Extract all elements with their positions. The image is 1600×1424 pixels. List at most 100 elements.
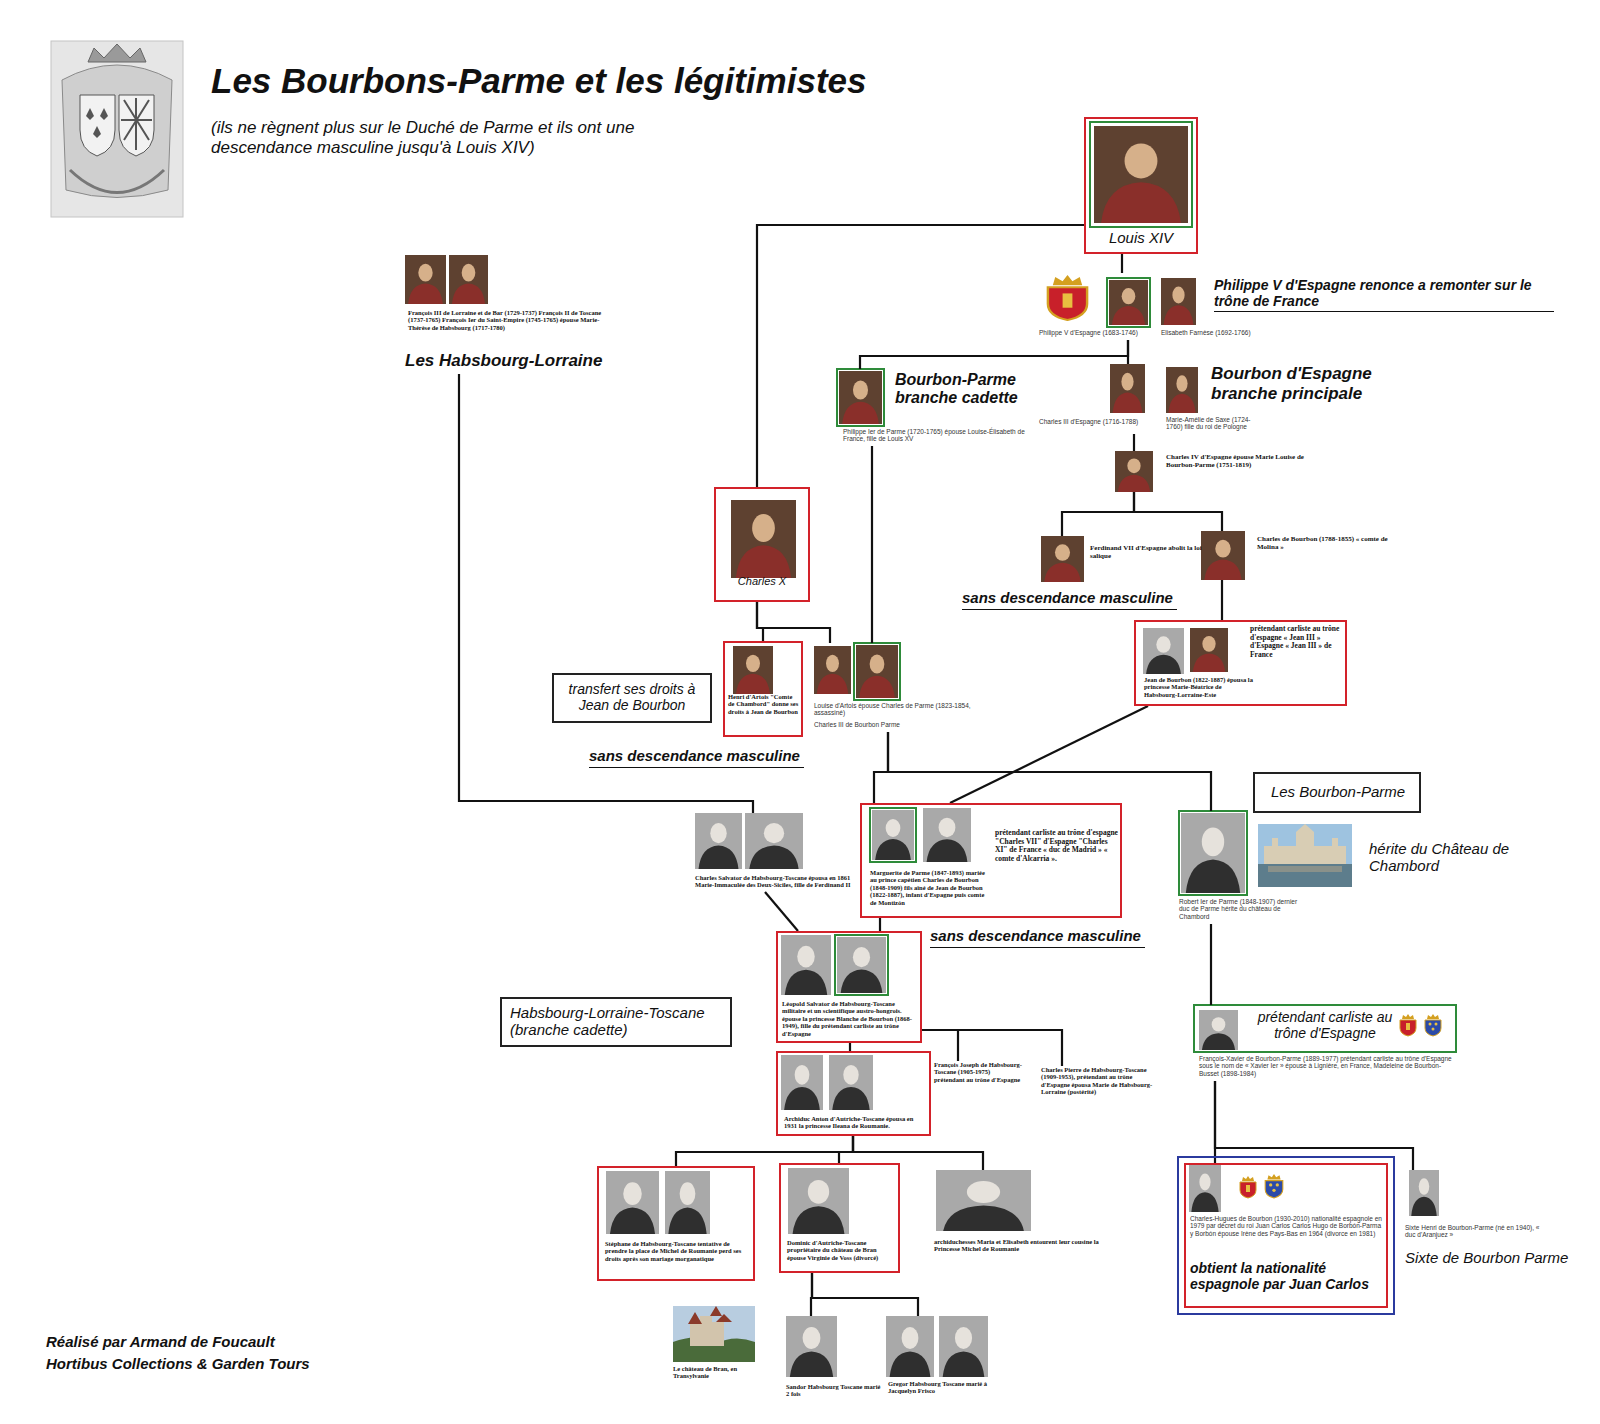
portrait bbox=[745, 813, 803, 869]
lineage-line bbox=[1062, 492, 1134, 536]
portrait bbox=[886, 1316, 934, 1377]
lineage-line bbox=[888, 732, 1211, 811]
node-text: Le château de Bran, en Transylvanie bbox=[673, 1365, 757, 1380]
node-text: Louis XIV bbox=[1086, 229, 1196, 246]
green-frame bbox=[854, 643, 900, 700]
logo-mantle bbox=[62, 65, 172, 198]
portrait bbox=[788, 1168, 849, 1234]
lineage-line bbox=[765, 892, 798, 931]
coat-of-arms bbox=[1400, 1014, 1416, 1036]
node-caption: Jean de Bourbon (1822-1887) épousa la pr… bbox=[1144, 676, 1254, 698]
person-group: Philippe V d'Espagne renonce a remonter … bbox=[1039, 273, 1554, 340]
person-group: Sandor Habsbourg Toscane marié 2 fois bbox=[786, 1316, 881, 1401]
lineage-line bbox=[1134, 492, 1222, 531]
coat-of-arms bbox=[1240, 1176, 1256, 1198]
portrait bbox=[1041, 536, 1084, 582]
node-caption: Marie-Amélie de Saxe (1724-1760) fille d… bbox=[1166, 416, 1266, 431]
lineage-line bbox=[1215, 1081, 1413, 1170]
node-text: François Joseph de Habsbourg-Toscane (19… bbox=[934, 1061, 1022, 1083]
branch-note: sans descendance masculine bbox=[962, 589, 1177, 610]
person-group: Gregor Habsbourg Toscane marié à Jacquel… bbox=[886, 1316, 991, 1398]
portrait bbox=[1166, 367, 1198, 413]
lineage-line bbox=[1210, 924, 1212, 1005]
person-box: transfert ses droits à Jean de Bourbon bbox=[552, 673, 712, 723]
portrait bbox=[1110, 364, 1145, 413]
credit-note: Réalisé par Armand de Foucault bbox=[46, 1333, 275, 1351]
logo-shield bbox=[80, 95, 115, 156]
portrait bbox=[936, 1170, 1031, 1231]
lineage-line bbox=[879, 918, 881, 931]
portrait bbox=[449, 255, 488, 304]
person-box: Les Bourbon-Parme bbox=[1253, 772, 1421, 813]
node-text: Charles de Bourbon (1788-1855) « comte d… bbox=[1257, 535, 1402, 551]
node-caption: Sixte de Bourbon Parme bbox=[1405, 1249, 1585, 1266]
node-caption: Elisabeth Farnèse (1692-1766) bbox=[1161, 329, 1271, 336]
node-caption: François-Xavier de Bourbon-Parme (1889-1… bbox=[1199, 1055, 1454, 1077]
portrait bbox=[1189, 1165, 1221, 1212]
portrait bbox=[781, 1055, 823, 1110]
lineage-line bbox=[1121, 254, 1123, 273]
portrait bbox=[606, 1171, 659, 1234]
node-text: Les Bourbon-Parme bbox=[1259, 783, 1417, 800]
person-group: archiduchesses Maria et Elisabeth entour… bbox=[934, 1170, 1104, 1256]
person-group: Robert Ier de Parme (1848-1907) dernier … bbox=[1179, 811, 1539, 924]
sky bbox=[673, 1306, 755, 1362]
person-group: prétendant carliste au trône d'EspagneFr… bbox=[1194, 1005, 1456, 1081]
person-box: Henri d'Artois "Comte de Chambord" donne… bbox=[723, 641, 803, 737]
subtitle: (ils ne règnent plus sur le Duché de Par… bbox=[211, 118, 671, 159]
node-text: Louise d'Artois épouse Charles de Parme … bbox=[814, 702, 974, 717]
person-box: Habsbourg-Lorraine-Toscane (branche cade… bbox=[500, 997, 732, 1047]
chambord-picture bbox=[1258, 824, 1352, 887]
node-caption: Philippe Ier de Parme (1720-1765) épouse… bbox=[843, 428, 1033, 443]
portrait bbox=[1161, 278, 1196, 325]
person-group: Louise d'Artois épouse Charles de Parme … bbox=[814, 643, 979, 732]
reflection bbox=[1268, 866, 1342, 872]
person-box: Charles X bbox=[714, 487, 810, 602]
lineage-line bbox=[1133, 434, 1135, 451]
node-caption: obtient la nationalité espagnole par Jua… bbox=[1190, 1260, 1385, 1292]
node-text: prétendant carliste au trône d'Espagne bbox=[1255, 1009, 1395, 1041]
green-frame bbox=[1194, 1005, 1456, 1052]
portrait bbox=[1143, 628, 1184, 674]
lineage-line bbox=[922, 1030, 958, 1061]
node-text: Charles Salvator de Habsbourg-Toscane ép… bbox=[695, 874, 855, 889]
portrait bbox=[405, 255, 446, 304]
logo-shield bbox=[119, 95, 154, 156]
portrait bbox=[731, 500, 796, 578]
lineage-line bbox=[1221, 580, 1223, 620]
person-group: Charles IV d'Espagne épouse Marie Louise… bbox=[1115, 451, 1315, 492]
node-text: Bourbon-Parme branche cadette bbox=[895, 371, 1035, 408]
portraits bbox=[405, 122, 1456, 1377]
green-frame bbox=[1090, 122, 1192, 227]
portrait bbox=[839, 371, 882, 424]
node-text: Sixte Henri de Bourbon-Parme (né en 1940… bbox=[1405, 1224, 1540, 1239]
lineage-line bbox=[871, 446, 873, 643]
node-caption: Charles III de Bourbon Parme bbox=[814, 721, 974, 728]
portrait bbox=[781, 935, 831, 995]
node-text: Sandor Habsbourg Toscane marié 2 fois bbox=[786, 1383, 881, 1398]
person-box: Charles-Hugues de Bourbon (1930-2010) na… bbox=[1184, 1163, 1388, 1308]
node-text: Archiduc Anton d'Autriche-Toscane épousa… bbox=[784, 1115, 927, 1130]
portrait bbox=[1115, 451, 1153, 492]
node-text: Charles IV d'Espagne épouse Marie Louise… bbox=[1166, 453, 1311, 469]
portrait bbox=[1409, 1170, 1439, 1216]
branch-note: sans descendance masculine bbox=[589, 747, 804, 768]
person-group: Bourbon-Parme branche cadettePhilippe Ie… bbox=[837, 369, 1037, 446]
lineage-line bbox=[860, 340, 1128, 369]
portrait bbox=[837, 937, 886, 993]
node-text: François III de Lorraine et de Bar (1729… bbox=[408, 309, 618, 331]
node-text: Ferdinand VII d'Espagne abolit la loi sa… bbox=[1090, 544, 1202, 560]
person-group: Sixte Henri de Bourbon-Parme (né en 1940… bbox=[1405, 1170, 1590, 1270]
portrait bbox=[1094, 126, 1188, 223]
lineage-line bbox=[757, 602, 830, 643]
sky bbox=[1258, 824, 1352, 864]
node-text: Charles X bbox=[716, 575, 808, 588]
green-frame bbox=[1107, 278, 1150, 327]
person-group: François Joseph de Habsbourg-Toscane (19… bbox=[934, 1061, 1024, 1087]
logo-garland bbox=[70, 170, 164, 193]
coat-of-arms bbox=[1048, 275, 1087, 320]
node-text: Habsbourg-Lorraine-Toscane (branche cade… bbox=[510, 1004, 726, 1039]
portrait bbox=[1199, 1010, 1238, 1050]
